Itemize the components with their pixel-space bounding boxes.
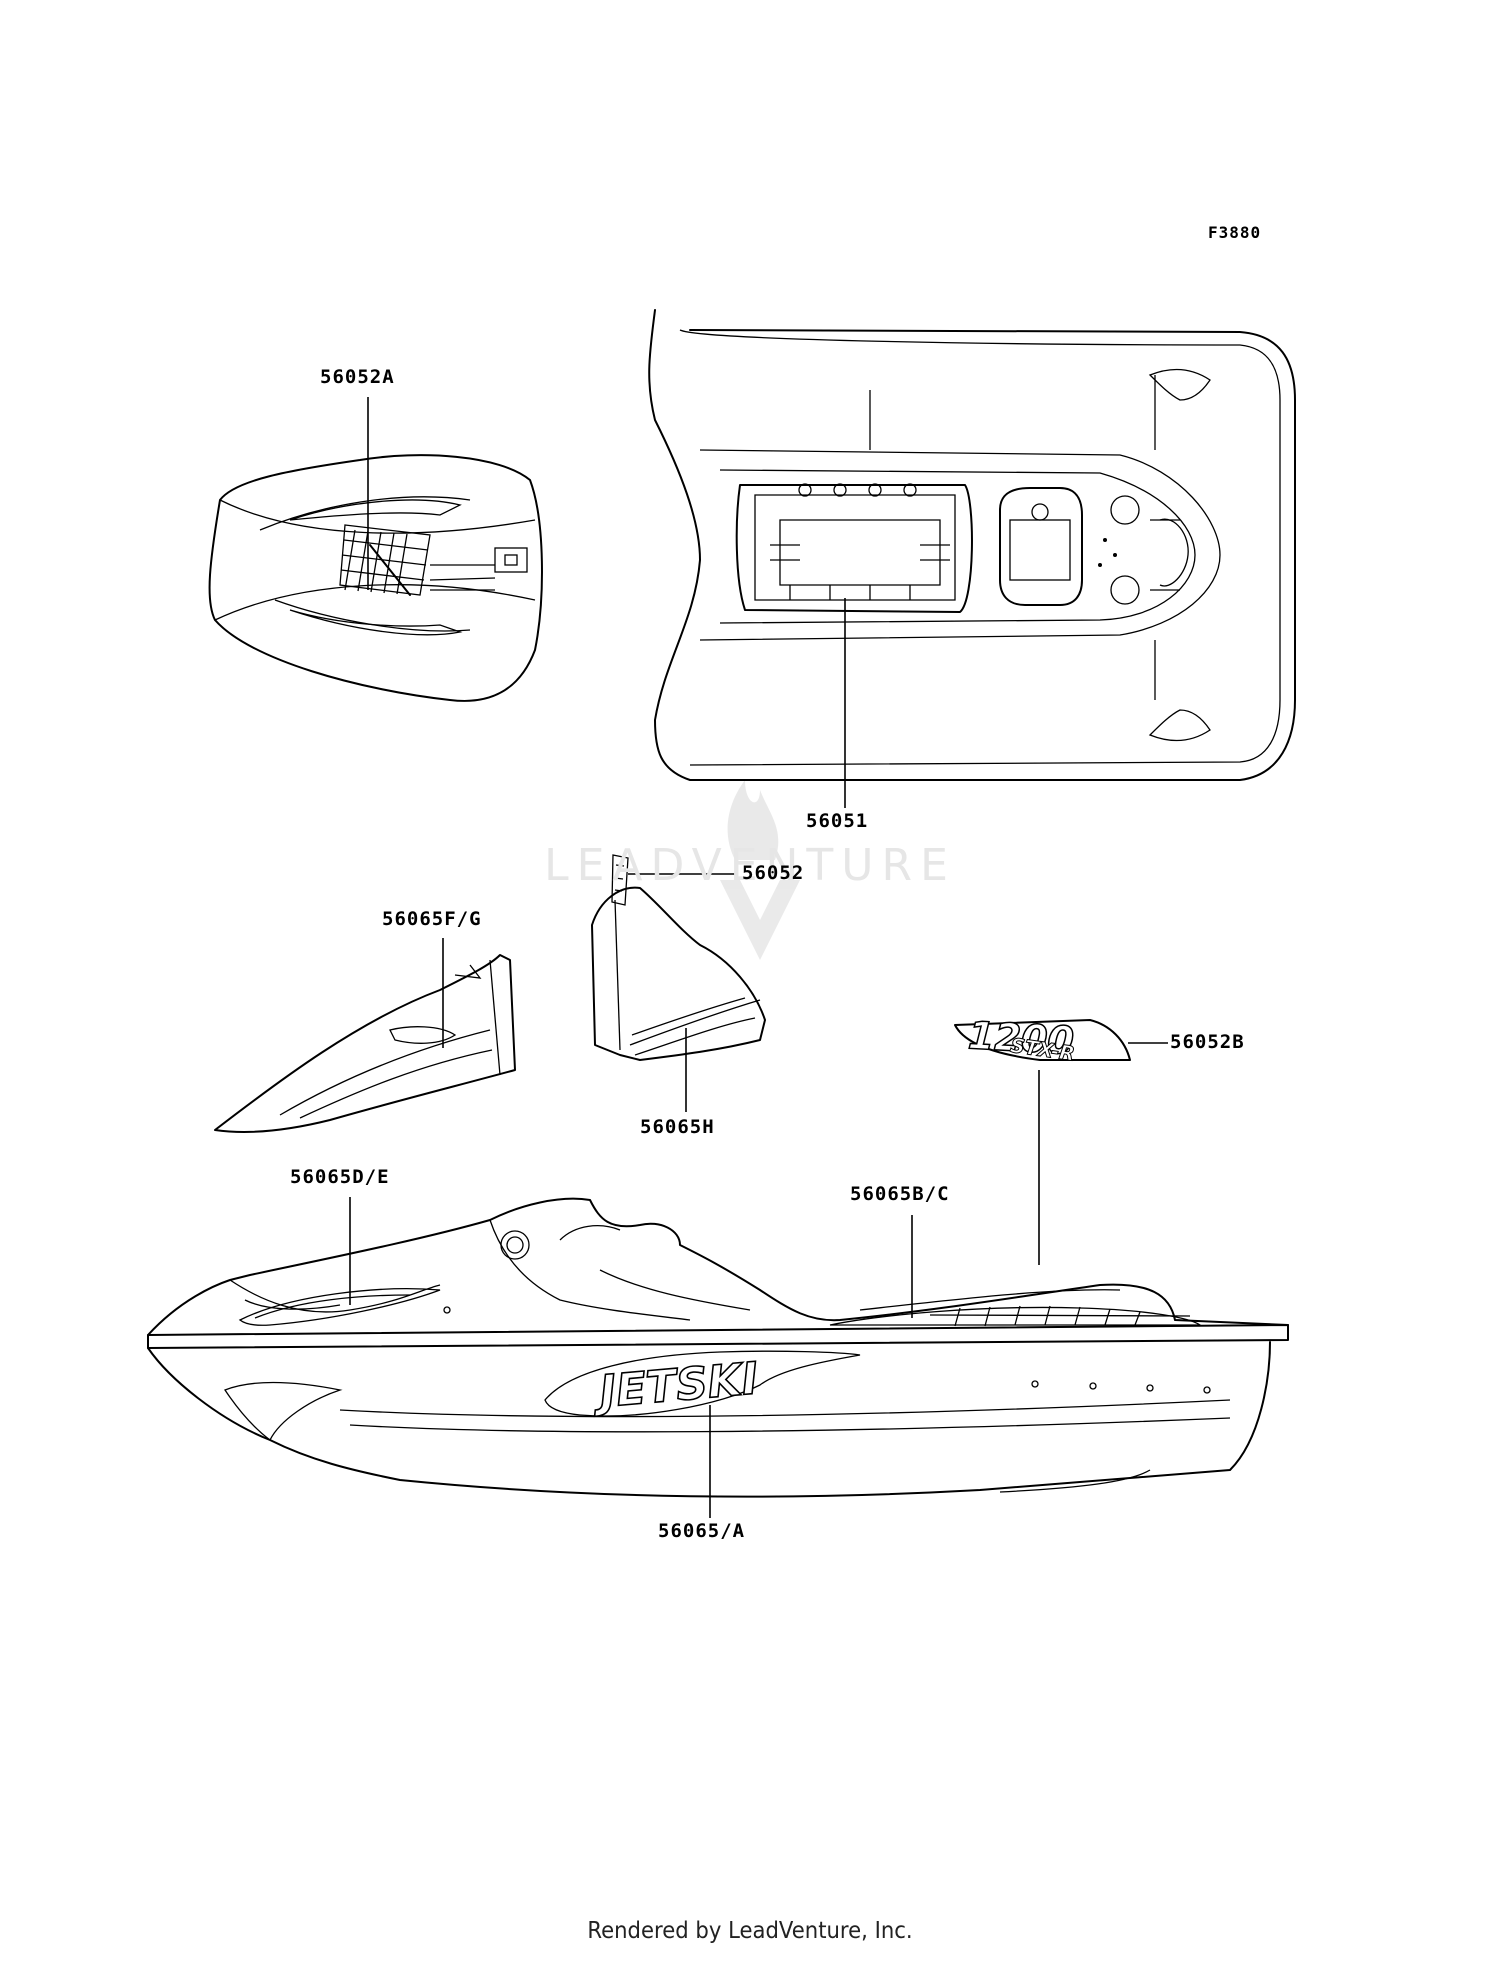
callout-56065BC[interactable]: 56065B/C [850,1183,950,1205]
callout-56052[interactable]: 56052 [742,862,805,884]
callout-56052A[interactable]: 56052A [320,366,395,388]
hood-decal-56052A [339,524,431,596]
watermark-logo [720,780,800,960]
callout-56065DE[interactable]: 56065D/E [290,1166,390,1188]
deck-decal-56065DE [238,1288,441,1326]
callout-56065A[interactable]: 56065/A [658,1520,746,1542]
watermark-text: LEADVENTURE [544,840,956,891]
jetski-logo-decal-56065A: JETSKI [544,1350,861,1419]
drawing-code-label: F3880 [1208,223,1262,242]
callout-56051[interactable]: 56051 [806,810,869,832]
callout-56065H[interactable]: 56065H [640,1116,715,1138]
model-logo-top-text: 1200 [967,1013,1075,1062]
footer-credit: Rendered by LeadVenture, Inc. [587,1918,913,1944]
model-logo-decal-56052B: 1200 STX-R [954,1013,1131,1066]
front-hood-drawing [208,454,543,702]
side-panel-56065FG-drawing [214,954,516,1133]
callout-56065FG[interactable]: 56065F/G [382,908,482,930]
side-panel-56065H-drawing [591,886,766,1061]
deck-top-view-drawing [648,309,1296,781]
jetski-logo-text: JETSKI [590,1353,760,1418]
rear-deck-decal-56065BC [829,1305,1203,1327]
jet-ski-side-view-drawing: JETSKI [147,1197,1289,1498]
callout-56052B[interactable]: 56052B [1170,1031,1245,1053]
